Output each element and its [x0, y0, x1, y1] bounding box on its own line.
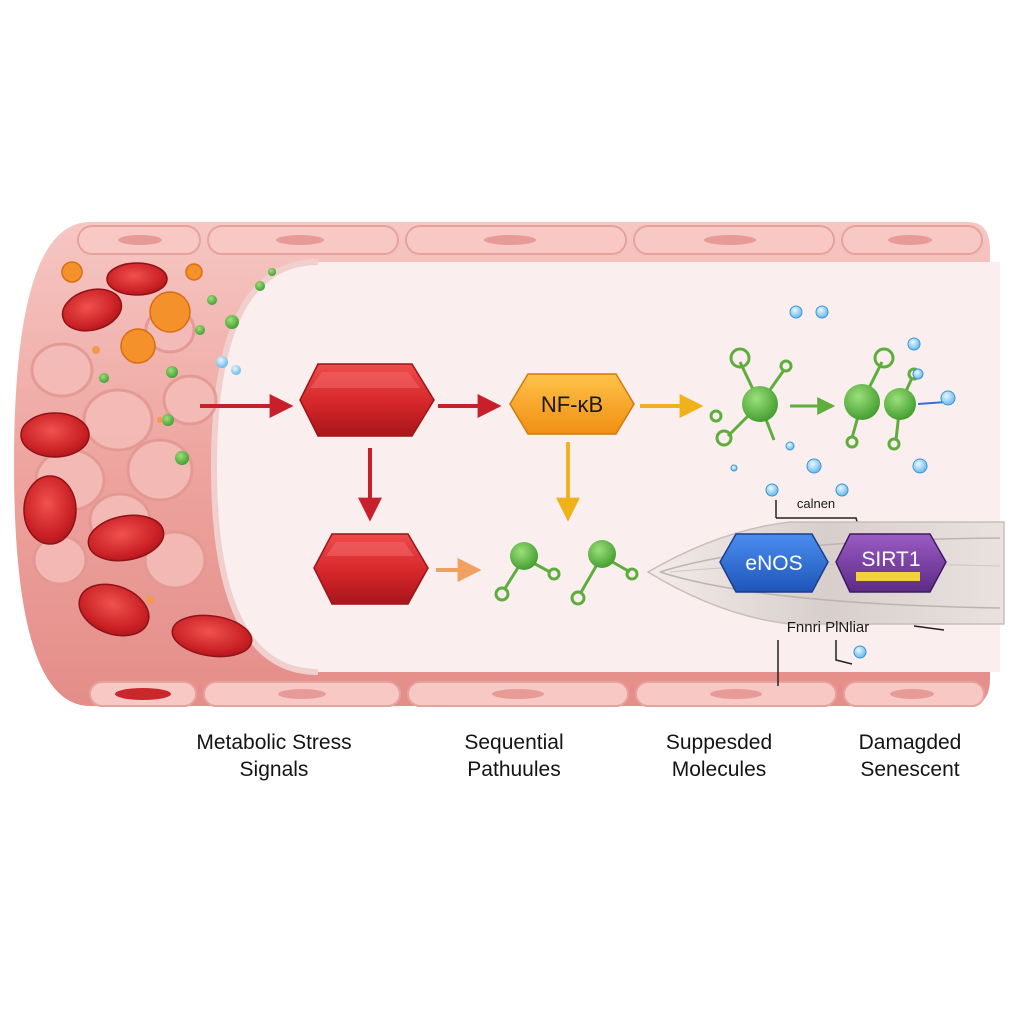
caption-line: Senescent [860, 758, 960, 781]
caption-line: Suppesded [665, 731, 773, 754]
caption-line: Metabolic Stress [196, 731, 352, 754]
sirt1-node: SIRT1 [835, 533, 947, 593]
caption-damaged: Damagded Senescent [800, 729, 1020, 783]
molecule-icon [570, 540, 639, 606]
caption-metabolic-stress: Metabolic Stress Signals [164, 729, 384, 783]
droplet-icon [730, 305, 956, 659]
caption-suppressed: Suppesded Molecules [609, 729, 829, 783]
caption-line: Signals [239, 758, 309, 781]
sirt1-label: SIRT1 [861, 548, 920, 571]
endothelial-cells-bottom [89, 681, 985, 707]
molecule-icon [844, 347, 921, 451]
enos-label: eNOS [745, 552, 802, 575]
molecule-icon [494, 542, 561, 602]
caption-line: Pathuules [467, 758, 561, 781]
nfkb-label: NF-κB [541, 392, 603, 417]
caption-line: Sequential [464, 731, 564, 754]
red-node-bottom [313, 533, 429, 605]
nfkb-node: NF-κB [509, 373, 635, 435]
caption-line: Molecules [671, 758, 767, 781]
enos-node: eNOS [719, 533, 829, 593]
pathway-arrows [200, 394, 947, 582]
caption-sequential: Sequential Pathuules [404, 729, 624, 783]
bundle-annotation: Fnnri PlNliar [777, 619, 945, 686]
bundle-label: Fnnri PlNliar [787, 619, 870, 636]
red-node-top [299, 363, 435, 437]
tissue-cluster [20, 261, 276, 658]
calnen-label: calnen [797, 496, 835, 511]
caption-line: Damagded [858, 731, 962, 754]
red-blood-cell-icon [20, 262, 253, 658]
molecule-icon [709, 347, 793, 447]
